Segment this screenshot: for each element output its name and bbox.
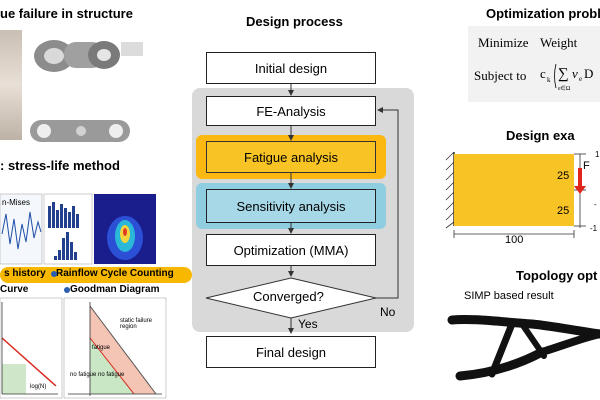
topology-result-image [447, 314, 600, 381]
sn-curve-plot [0, 297, 63, 399]
simp-result-label: SIMP based result [464, 290, 554, 302]
weight-label: Weight [540, 35, 578, 50]
sensitivity-analysis-box: Sensitivity analysis [206, 189, 376, 223]
yes-label: Yes [298, 317, 318, 331]
svg-text:ν: ν [572, 66, 578, 81]
design-example-title: Design exa [506, 128, 575, 143]
goodman-label: Goodman Diagram [70, 284, 160, 295]
structure-photo [0, 30, 22, 140]
svg-text:c: c [540, 66, 546, 81]
goodman-diagram [63, 297, 167, 399]
rainflow-label: Rainflow Cycle Counting [56, 268, 174, 279]
final-design-box: Final design [206, 336, 376, 368]
goodman-no-fatigue-1: no fatigue [70, 372, 97, 378]
stress-life-title: : stress-life method [0, 158, 120, 173]
topology-optimization-title: Topology opt [516, 268, 598, 283]
dim-100: 100 [505, 234, 524, 246]
tick-neg1: -1 [590, 224, 598, 233]
optimization-problem-title: Optimization probl [486, 6, 600, 21]
stress-history-label: s history [4, 268, 46, 279]
svg-text:k: k [547, 76, 551, 84]
dim-25-bottom: 25 [557, 205, 570, 217]
svg-text:e: e [579, 75, 582, 83]
svg-text:D: D [584, 66, 593, 81]
goodman-no-fatigue-2: no fatigue [98, 372, 125, 378]
force-label: F [583, 160, 590, 172]
svg-text:e∈Ω: e∈Ω [558, 85, 571, 92]
rainflow-matrix-heatmap [94, 194, 156, 264]
no-label: No [380, 305, 396, 319]
rainflow-histogram [43, 193, 93, 265]
minimize-label: Minimize [478, 35, 529, 50]
connector-dot [51, 271, 57, 277]
optimization-box: Optimization (MMA) [206, 234, 376, 266]
initial-design-box: Initial design [206, 52, 376, 84]
fatigue-structure-title: ue failure in structure [0, 6, 133, 21]
goodman-fatigue-label: fatigue [92, 345, 111, 351]
sn-curve-label: Curve [0, 284, 29, 295]
method-label-bar [0, 267, 192, 283]
design-process-title: Design process [246, 14, 343, 29]
constraint-formula: c k ∑ e∈Ω ν e D [540, 63, 593, 92]
optimization-formula-box [468, 26, 600, 102]
connector-dot [64, 287, 70, 293]
design-domain-figure [445, 151, 586, 238]
subject-to-label: Subject to [474, 68, 527, 83]
fe-analysis-box: FE-Analysis [206, 96, 376, 126]
von-mises-label: n-Mises [2, 198, 31, 207]
tick-1: 1 [595, 150, 600, 159]
svg-text:∑: ∑ [558, 66, 569, 82]
chain-illustration [30, 40, 143, 142]
fatigue-analysis-box: Fatigue analysis [206, 141, 376, 173]
goodman-static-label: static failure region [120, 318, 153, 330]
von-mises-history-plot [0, 193, 43, 265]
sn-axis-label: log(N) [30, 384, 47, 390]
converged-label: Converged? [253, 289, 324, 304]
tick-neg: - [594, 200, 597, 209]
dim-25-top: 25 [557, 170, 570, 182]
